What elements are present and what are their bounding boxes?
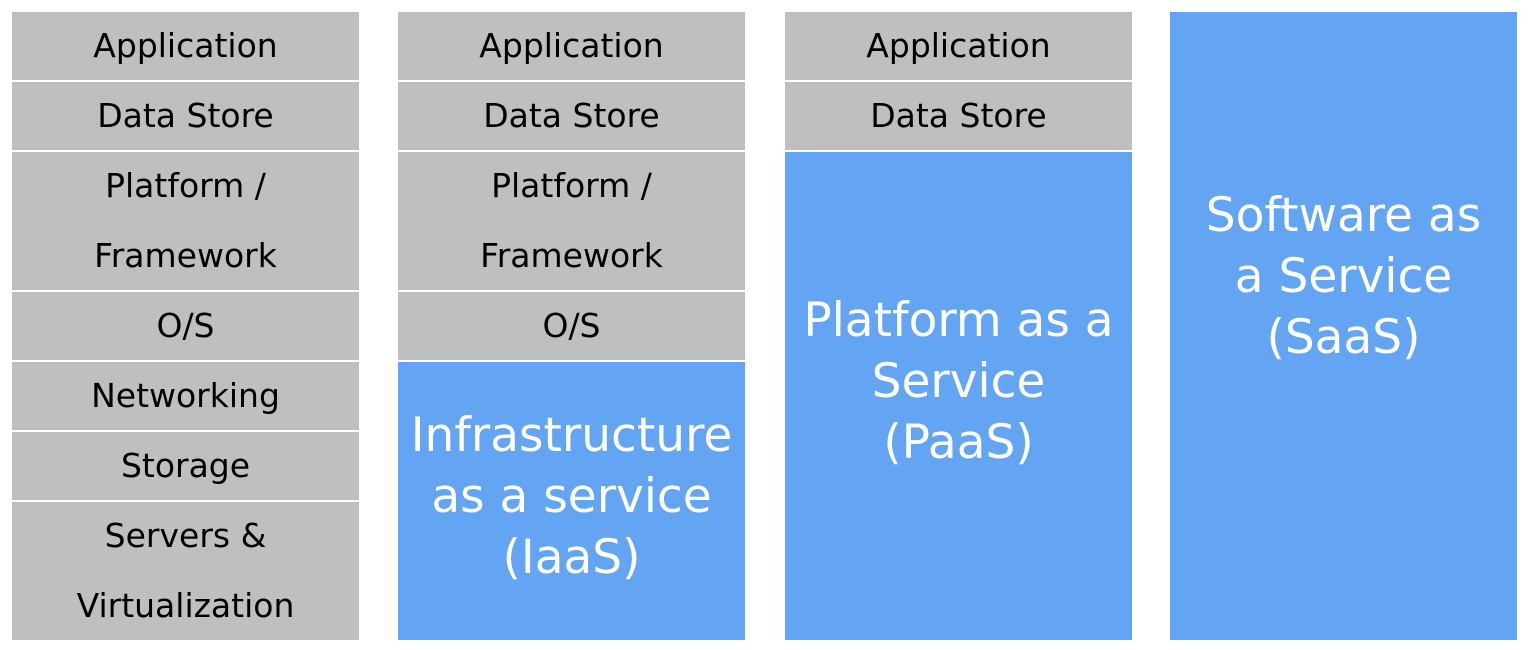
paas-service-block: Platform as a Service (PaaS) [785, 152, 1132, 640]
service-label: Service [871, 353, 1046, 409]
paas-stack: Application Data Store Platform as a Ser… [785, 12, 1132, 640]
layer-data-store: Data Store [785, 82, 1132, 150]
layer-networking: Networking [12, 362, 359, 430]
service-label: Infrastructure [410, 407, 733, 463]
layer-label: Application [479, 26, 664, 65]
layer-os: O/S [398, 292, 745, 360]
layer-label: Storage [120, 446, 251, 485]
layer-application: Application [398, 12, 745, 80]
iaas-service-block: Infrastructure as a service (IaaS) [398, 362, 745, 640]
layer-label: Framework [94, 236, 277, 275]
service-label: (IaaS) [502, 529, 641, 585]
layer-label: Application [93, 26, 278, 65]
layer-label: Application [866, 26, 1051, 65]
service-label: Software as [1205, 187, 1482, 243]
layer-label: Data Store [483, 96, 660, 135]
service-label: Platform as a [803, 292, 1114, 348]
service-label: (SaaS) [1266, 309, 1421, 365]
layer-label: Framework [480, 236, 663, 275]
layer-label: Virtualization [76, 586, 295, 625]
on-premises-stack: Application Data Store Platform / Framew… [12, 12, 359, 640]
layer-platform-framework: Platform / Framework [398, 152, 745, 290]
layer-data-store: Data Store [12, 82, 359, 150]
layer-label: Platform / [491, 166, 652, 205]
saas-stack: Software as a Service (SaaS) [1170, 12, 1517, 640]
iaas-stack: Application Data Store Platform / Framew… [398, 12, 745, 640]
layer-label: Data Store [97, 96, 274, 135]
layer-os: O/S [12, 292, 359, 360]
service-label: as a service [431, 468, 712, 524]
layer-storage: Storage [12, 432, 359, 500]
service-label: a Service [1234, 248, 1453, 304]
layer-label: Data Store [870, 96, 1047, 135]
service-label: (PaaS) [883, 414, 1034, 470]
layer-application: Application [785, 12, 1132, 80]
saas-service-block: Software as a Service (SaaS) [1170, 12, 1517, 640]
layer-application: Application [12, 12, 359, 80]
layer-label: O/S [542, 306, 601, 345]
layer-data-store: Data Store [398, 82, 745, 150]
layer-servers-virtualization: Servers & Virtualization [12, 502, 359, 640]
layer-label: Networking [91, 376, 280, 415]
layer-platform-framework: Platform / Framework [12, 152, 359, 290]
layer-label: O/S [156, 306, 215, 345]
layer-label: Servers & [104, 516, 267, 555]
layer-label: Platform / [105, 166, 266, 205]
